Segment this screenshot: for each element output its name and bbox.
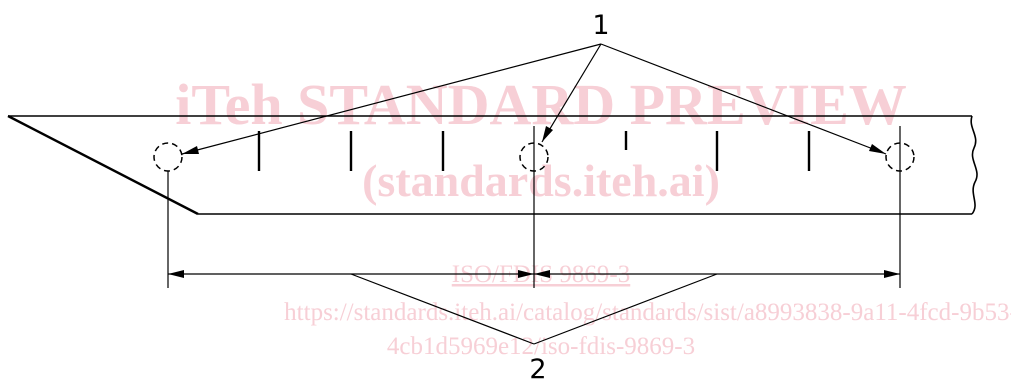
watermark-url-line2: 4cb1d5969e12/iso-fdis-9869-3	[387, 333, 695, 360]
blade-break-line	[970, 115, 978, 215]
arrowhead	[518, 270, 534, 278]
arrowhead	[869, 144, 886, 154]
watermark: iTeh STANDARD PREVIEW (standards.iteh.ai…	[175, 72, 1011, 360]
arrowhead	[182, 146, 199, 154]
watermark-subtitle: (standards.iteh.ai)	[362, 155, 720, 206]
arrowhead	[884, 270, 900, 278]
graduation-marks	[257, 131, 811, 171]
callout-label-1: 1	[592, 10, 609, 41]
leader-line	[600, 43, 887, 155]
watermark-title: iTeh STANDARD PREVIEW	[175, 72, 907, 137]
blade-slanted-edge	[7, 114, 199, 216]
reference-hole-left	[153, 142, 183, 172]
watermark-url-line1: https://standards.iteh.ai/catalog/standa…	[284, 299, 1011, 326]
leader-line	[541, 43, 602, 143]
leader-line	[181, 43, 602, 155]
blade-outline	[7, 114, 978, 216]
arrowhead	[168, 270, 184, 278]
callout-2-leaders	[350, 273, 718, 345]
callout-label-2: 2	[529, 354, 546, 383]
extension-lines	[167, 126, 901, 288]
callout-1-leaders	[181, 43, 887, 155]
arrowhead	[534, 270, 550, 278]
arrowhead	[542, 126, 553, 142]
leader-line	[350, 273, 535, 345]
leader-line	[533, 273, 718, 345]
